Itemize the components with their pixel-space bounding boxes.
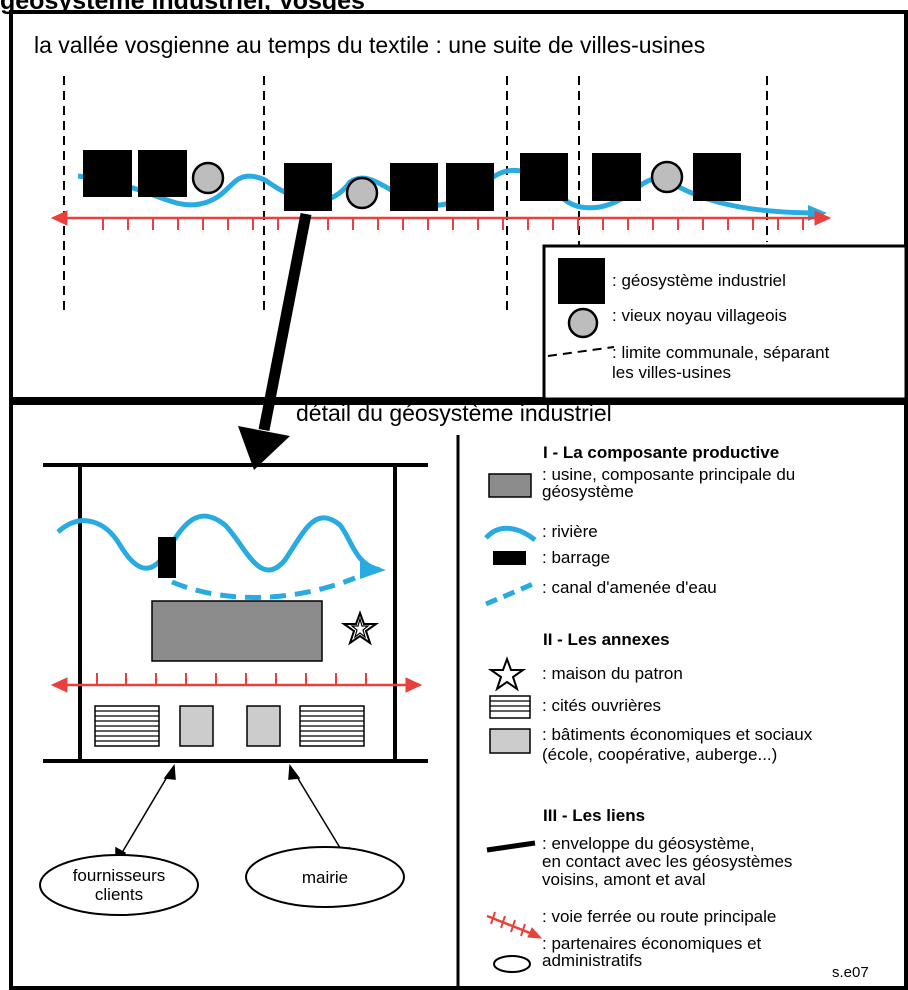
legend-boss-house-label: : maison du patron	[542, 664, 683, 683]
river-detail-arrowhead	[360, 561, 386, 579]
building	[179, 705, 214, 747]
industrial-geosystem-block	[83, 150, 132, 197]
legend-canal-swatch	[485, 580, 537, 607]
industrial-geosystem-block	[390, 163, 438, 211]
river-detail	[56, 513, 381, 573]
legend-section3-heading: III - Les liens	[543, 806, 646, 825]
legend-envelope-swatch	[486, 840, 536, 853]
credit-label: s.e07	[832, 964, 869, 981]
top-panel-frame	[9, 10, 908, 401]
partner-suppliers-label: fournisseurs clients	[72, 866, 166, 904]
workers-housing	[94, 705, 365, 747]
top-panel-title: la vallée vosgienne au temps du textile …	[34, 32, 706, 58]
industrial-geosystem-block	[693, 153, 741, 201]
legend-housing-label: : cités ouvrières	[542, 696, 662, 715]
page-heading: géosystème industriel, Vosges	[0, 0, 365, 15]
legend-village-swatch	[567, 307, 599, 339]
zoom-arrow	[238, 212, 312, 470]
factory	[151, 600, 323, 662]
industrial-geosystem-block	[592, 153, 641, 201]
legend-section1-heading: I - La composante productive	[543, 443, 780, 462]
geosystem-blocks	[83, 150, 741, 211]
legend-building-swatch	[489, 728, 531, 754]
legend-village-label: : vieux noyau villageois	[612, 306, 787, 325]
building	[246, 705, 281, 747]
village-core	[650, 160, 684, 194]
legend-partner-swatch	[493, 955, 531, 973]
legend-canal-label: : canal d'amenée d'eau	[542, 578, 717, 597]
railway-detail	[50, 673, 423, 693]
canal	[171, 575, 356, 600]
legend-building-label: : bâtiments économiques et sociaux (écol…	[542, 725, 813, 764]
geosystem-envelope	[43, 463, 428, 763]
legend-star-swatch	[487, 656, 527, 692]
legend-dam-swatch	[493, 551, 526, 565]
industrial-geosystem-block	[446, 163, 494, 211]
legend-dam-label: : barrage	[542, 548, 611, 567]
village-core	[191, 161, 225, 195]
legend-factory-swatch	[488, 473, 532, 498]
legend-section2-heading: II - Les annexes	[543, 630, 670, 649]
industrial-geosystem-block	[284, 163, 332, 211]
legend-geosystem-label: : géosystème industriel	[612, 271, 786, 290]
boss-house-star	[340, 610, 380, 646]
legend-rail-swatch	[486, 911, 543, 939]
legend-geosystem-swatch	[558, 258, 605, 304]
bottom-panel-title: détail du géosystème industriel	[296, 400, 612, 426]
legend-river-label: : rivière	[542, 522, 598, 541]
industrial-geosystem-block	[520, 153, 568, 201]
legend-boundary-swatch	[547, 346, 615, 357]
village-core	[345, 176, 379, 210]
legend-partners-label: : partenaires économiques et administrat…	[542, 934, 762, 970]
railway-valley	[50, 210, 832, 230]
legend-river-swatch	[484, 525, 537, 542]
legend-boundary-label: : limite communale, séparant les villes-…	[612, 343, 830, 382]
dam	[158, 537, 176, 578]
legend-envelope-label: : enveloppe du géosystème, en contact av…	[542, 834, 793, 889]
legend-factory-label: : usine, composante principale du géosys…	[542, 465, 796, 501]
industrial-geosystem-block	[138, 150, 187, 197]
village-cores	[191, 160, 684, 210]
legend-housing-swatch	[489, 695, 531, 719]
partner-oval-town-hall	[245, 846, 405, 908]
partner-oval-suppliers	[39, 854, 199, 916]
legend-rail-label: : voie ferrée ou route principale	[542, 907, 777, 926]
partner-town-hall-label: mairie	[301, 868, 349, 887]
